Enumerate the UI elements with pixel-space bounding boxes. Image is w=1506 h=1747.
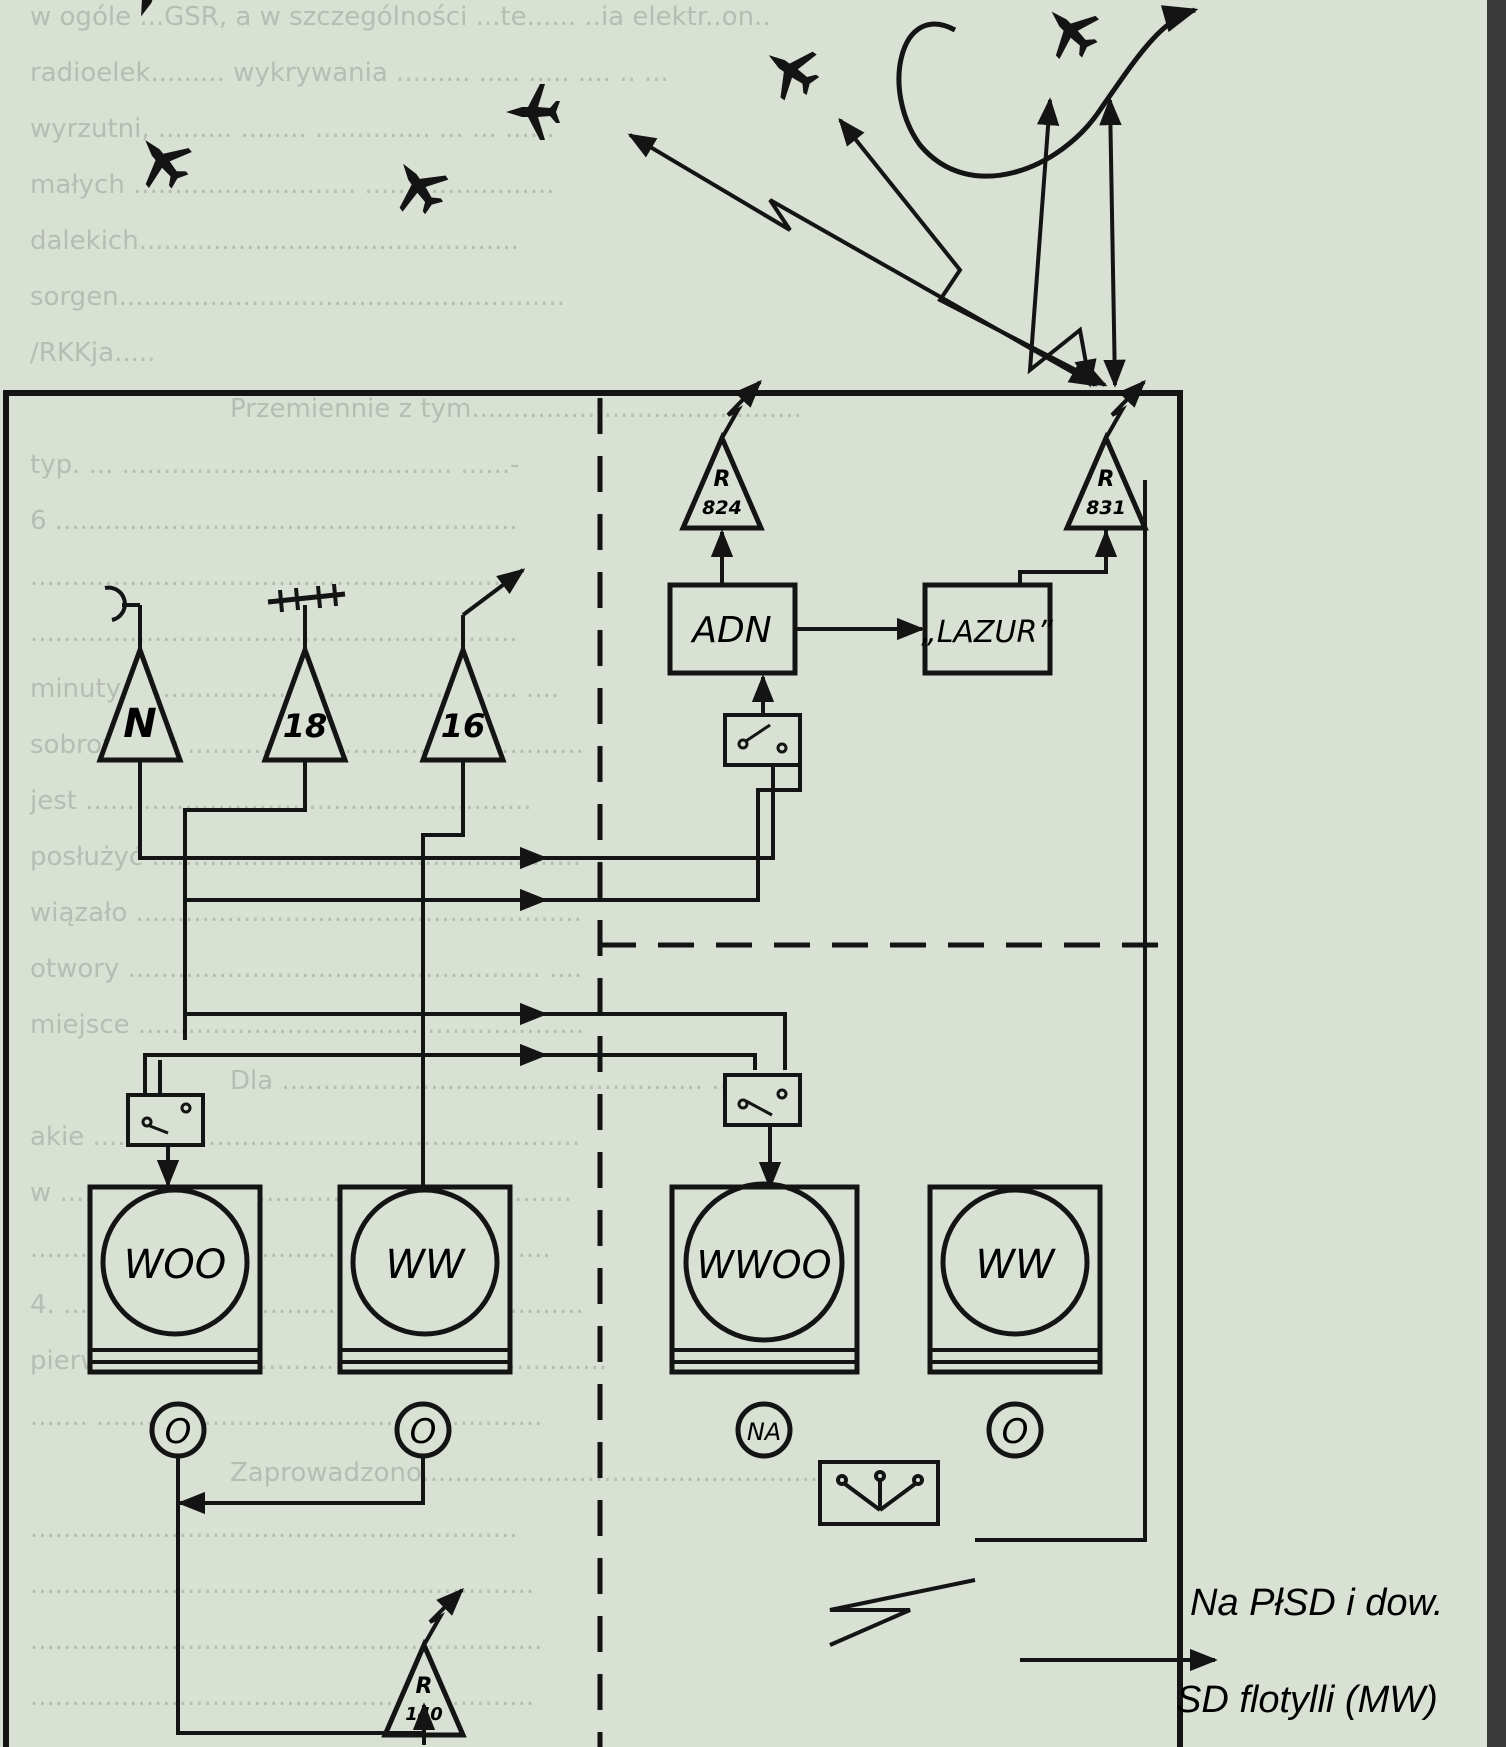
background-text-line: w ogóle ...GSR, a w szczególności ...te.… xyxy=(30,2,771,32)
antenna-r824: R 824 xyxy=(679,379,765,531)
background-text-line: ........................................… xyxy=(30,1626,542,1656)
console-label: WWOO xyxy=(697,1243,832,1287)
antenna-label: 831 xyxy=(1086,497,1126,519)
background-text-line: wyrzutni, ......... ........ ...........… xyxy=(30,114,555,144)
annotation-destination: SD flotylli (MW) xyxy=(1176,1679,1438,1721)
console-label: WW xyxy=(975,1242,1056,1288)
antenna-label: R xyxy=(1098,467,1115,492)
background-text-line: radioelek......... wykrywania ......... … xyxy=(30,58,669,88)
background-text-line: ........................................… xyxy=(30,618,518,648)
dish-icon xyxy=(104,585,127,622)
operator-o1: O xyxy=(149,1401,207,1459)
antenna-label: 824 xyxy=(702,497,742,519)
background-text-line: Zaprowadzono............................… xyxy=(230,1458,826,1488)
background-text-line: 6 ......................................… xyxy=(30,506,518,536)
console-ww-1: WW xyxy=(337,1184,513,1375)
scope-screen xyxy=(940,1187,1090,1337)
operator-o2: O xyxy=(394,1401,452,1459)
post-frame xyxy=(3,390,1183,1747)
operator-label: NA xyxy=(747,1418,781,1446)
operator-label: O xyxy=(410,1412,437,1452)
background-text-line: wiązało ................................… xyxy=(30,898,582,928)
switch-right xyxy=(723,1073,802,1127)
antenna-label: N xyxy=(123,701,156,747)
antenna-r831: R 831 xyxy=(1063,379,1149,531)
radio-links xyxy=(627,97,1126,388)
console-woo: WOO xyxy=(87,1184,263,1375)
distribution-switch xyxy=(818,1460,940,1526)
background-text-line: dalekich................................… xyxy=(30,226,519,256)
antenna-16: 16 xyxy=(419,568,526,763)
adn-unit: ADN xyxy=(667,582,798,676)
background-text-line: ........................................… xyxy=(30,562,518,592)
scope-screen xyxy=(350,1187,500,1337)
operator-o3: O xyxy=(986,1401,1044,1459)
background-text-line: ........................................… xyxy=(30,1682,534,1712)
operator-label: O xyxy=(165,1412,192,1452)
console-label: WOO xyxy=(124,1242,227,1288)
background-text-line: sorgen..................................… xyxy=(30,282,565,312)
background-text-line: ........................................… xyxy=(30,1514,518,1544)
lazur-label: „LAZUR” xyxy=(921,615,1053,650)
lightning-icon xyxy=(1104,379,1146,439)
background-text-line: typ. ... ...............................… xyxy=(30,450,520,480)
lightning-icon xyxy=(720,379,762,439)
lightning-icon xyxy=(422,1588,464,1646)
operator-label: O xyxy=(1002,1412,1029,1452)
background-text-line: Dla ....................................… xyxy=(230,1066,744,1096)
operator-na: NA xyxy=(735,1401,793,1459)
antenna-label: R xyxy=(714,467,731,492)
page-edge xyxy=(1487,0,1506,1747)
whip-antenna-icon xyxy=(461,568,526,617)
scope-screen xyxy=(100,1187,250,1337)
background-text-line: Przemiennie z tym.......................… xyxy=(230,394,802,424)
background-text-line: ....... ................................… xyxy=(30,1402,542,1432)
connections xyxy=(710,529,1118,715)
adn-label: ADN xyxy=(690,610,771,651)
signal-lines xyxy=(138,480,1218,1745)
background-text-line: małych ........................... .....… xyxy=(30,170,555,200)
lazur-unit: „LAZUR” xyxy=(921,582,1053,676)
switch-left xyxy=(126,1093,205,1147)
background-text-line: otwory .................................… xyxy=(30,954,582,984)
antenna-label: R xyxy=(416,1674,433,1699)
antenna-n: N xyxy=(96,585,184,763)
background-text-line: akie ...................................… xyxy=(30,1122,580,1152)
switch-adn xyxy=(723,713,802,767)
antenna-label: 18 xyxy=(283,707,328,745)
background-text-line: /RKKja..... xyxy=(30,338,155,368)
console-label: WW xyxy=(385,1242,466,1288)
console-ww-2: WW xyxy=(927,1184,1103,1375)
console-wwoo: WWOO xyxy=(669,1181,860,1375)
scope-screen xyxy=(683,1181,845,1343)
annotation-destination: Na PłSD i dow. xyxy=(1190,1582,1443,1624)
antenna-label: 16 xyxy=(441,707,486,745)
